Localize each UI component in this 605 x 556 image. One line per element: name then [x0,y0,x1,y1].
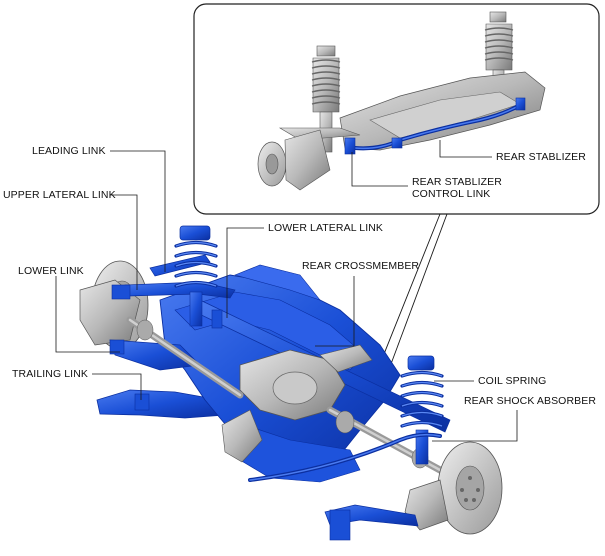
right-brake-disc [404,441,503,535]
right-shock-absorber [400,355,444,465]
label-lower-lateral-link: LOWER LATERAL LINK [268,222,383,234]
label-upper-lateral-link: UPPER LATERAL LINK [3,189,116,201]
label-rear-stablizer-control-link-line1: REAR STABLIZER [412,176,502,188]
center-knuckle [221,409,263,463]
main-assembly [79,225,503,541]
label-rear-stablizer: REAR STABLIZER [496,151,586,163]
inset-callout-lines [379,213,448,373]
inset-panel [193,3,600,215]
label-lower-link: LOWER LINK [18,265,84,277]
trailing-link-part [96,389,226,419]
label-rear-stablizer-control-link-line2: CONTROL LINK [412,188,491,200]
label-trailing-link: TRAILING LINK [12,368,88,380]
inset-leaders [351,140,492,187]
label-rear-shock-absorber: REAR SHOCK ABSORBER [464,395,597,407]
label-coil-spring: COIL SPRING [478,375,547,387]
rear-stabilizer-main [248,432,442,482]
right-trailing-link [324,504,419,541]
left-brake-disc [79,260,149,350]
main-leaders [55,150,518,442]
label-leading-link: LEADING LINK [32,145,106,157]
inset-rear-stabilizer [344,97,526,155]
differential [126,316,444,474]
inset-left-hub [257,129,331,191]
label-rear-crossmember: REAR CROSSMEMBER [302,260,420,272]
left-coil-spring-strut [174,225,218,327]
